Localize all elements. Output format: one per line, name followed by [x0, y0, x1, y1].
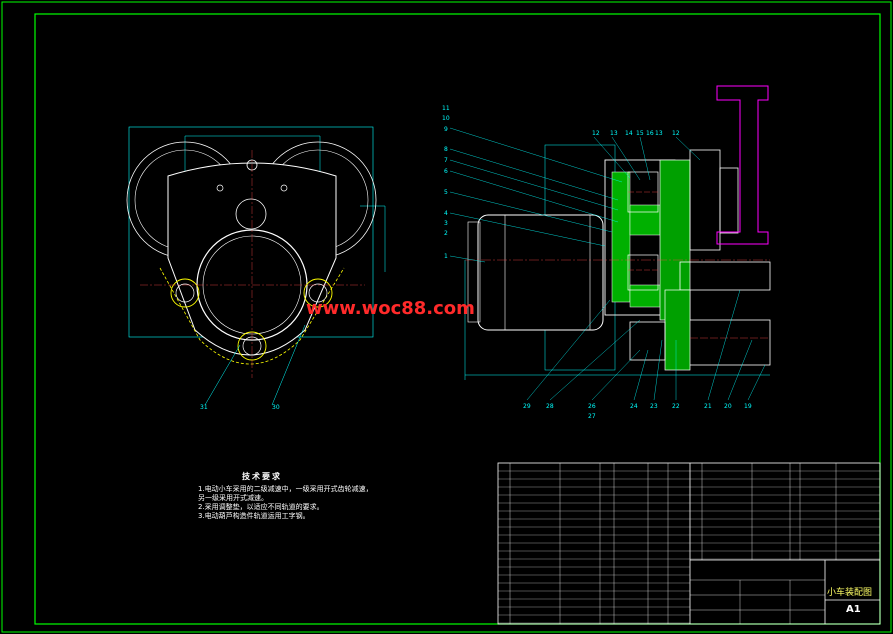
label-left-3: 3: [444, 220, 448, 227]
note-item-2: 2.采用调整垫，以适应不同轨道的要求。: [198, 503, 324, 511]
label-left-11: 11: [442, 105, 450, 112]
label-bottom-19: 19: [744, 403, 752, 410]
right-section-view: 12 13 14 15 16 13 12 11 10 9 8 7 6 5 4 3…: [442, 85, 771, 420]
note-item-1: 1.电动小车采用的二级减速中，一级采用开式齿轮减速，另一级采用开式减速。: [198, 485, 373, 502]
label-bottom-29: 29: [523, 403, 531, 410]
drawing-title: 小车装配图: [827, 588, 873, 598]
inner-frame: [34, 13, 881, 625]
motor-body: [477, 214, 604, 331]
label-left-7: 7: [444, 157, 448, 164]
label-left-9: 9: [444, 126, 448, 133]
sheet-size-label: A1: [846, 604, 861, 615]
technical-requirements: 技术要求 1.电动小车采用的二级减速中，一级采用开式齿轮减速，另一级采用开式减速…: [198, 472, 378, 521]
label-top-16: 16: [646, 130, 654, 137]
label-top-12a: 12: [592, 130, 600, 137]
label-bottom-22: 22: [672, 403, 680, 410]
watermark-text: www.woc88.com: [306, 298, 475, 319]
label-bottom-27: 27: [588, 413, 596, 420]
parts-list: [497, 462, 881, 625]
note-item-3: 3.电动葫芦构造件轨道运用工字钢。: [198, 512, 310, 520]
label-left-10: 10: [442, 115, 450, 122]
label-bottom-24: 24: [630, 403, 638, 410]
label-bottom-26: 26: [588, 403, 596, 410]
label-31: 31: [200, 404, 208, 411]
label-left-6: 6: [444, 168, 448, 175]
notes-heading: 技术要求: [242, 472, 282, 481]
left-end-view: 31 30: [126, 126, 386, 411]
label-left-1: 1: [444, 253, 448, 260]
label-bottom-28: 28: [546, 403, 554, 410]
label-30: 30: [272, 404, 280, 411]
label-left-5: 5: [444, 189, 448, 196]
label-top-13b: 13: [655, 130, 663, 137]
label-bottom-23: 23: [650, 403, 658, 410]
label-top-12b: 12: [672, 130, 680, 137]
label-top-15: 15: [636, 130, 644, 137]
label-left-8: 8: [444, 146, 448, 153]
label-left-2: 2: [444, 230, 448, 237]
label-bottom-21: 21: [704, 403, 712, 410]
label-top-14: 14: [625, 130, 633, 137]
label-bottom-20: 20: [724, 403, 732, 410]
label-left-4: 4: [444, 210, 448, 217]
label-top-13a: 13: [610, 130, 618, 137]
